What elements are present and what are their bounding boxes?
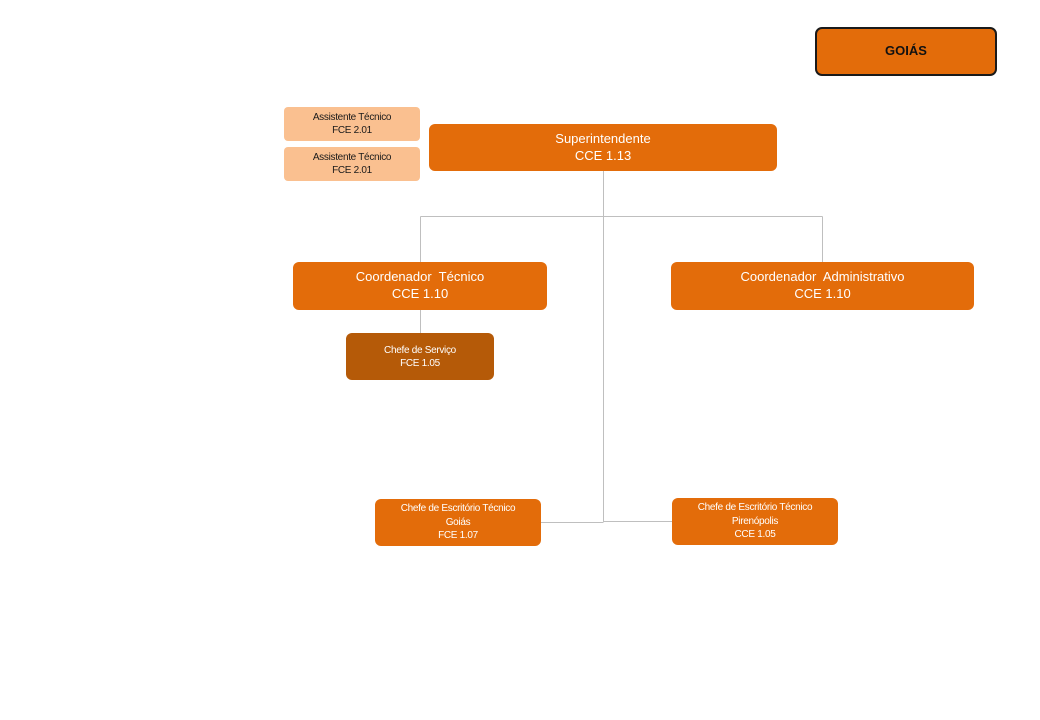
assistant-code: FCE 2.01	[332, 165, 372, 176]
assistant-box: Assistente Técnico FCE 2.01	[284, 107, 420, 141]
assistant-title: Assistente Técnico	[312, 112, 392, 123]
office-pirenopolis-location: Pirenópolis	[731, 515, 779, 527]
assistant-code: FCE 2.01	[332, 125, 372, 136]
office-goias-title: Chefe de Escritório Técnico	[400, 503, 516, 515]
office-goias-box: Chefe de Escritório Técnico Goiás FCE 1.…	[375, 499, 541, 546]
coordinator-technical-code: CCE 1.10	[391, 286, 449, 301]
coordinator-administrative-title: Coordenador Administrativo	[740, 269, 905, 285]
region-badge: GOIÁS	[815, 27, 997, 76]
superintendent-title: Superintendente	[555, 130, 651, 146]
office-goias-location: Goiás	[445, 516, 471, 528]
coordinator-administrative-code: CCE 1.10	[794, 286, 851, 301]
office-pirenopolis-code: CCE 1.05	[734, 529, 776, 541]
assistant-title: Assistente Técnico	[312, 152, 392, 163]
office-goias-code: FCE 1.07	[438, 530, 478, 542]
superintendent-code: CCE 1.13	[574, 147, 632, 163]
region-badge-label: GOIÁS	[885, 43, 927, 59]
superintendent-box: Superintendente CCE 1.13	[429, 124, 777, 171]
office-pirenopolis-box: Chefe de Escritório Técnico Pirenópolis …	[672, 498, 838, 545]
office-pirenopolis-title: Chefe de Escritório Técnico	[697, 502, 813, 514]
service-chief-code: FCE 1.05	[400, 357, 440, 369]
service-chief-box: Chefe de Serviço FCE 1.05	[346, 333, 494, 380]
service-chief-title: Chefe de Serviço	[384, 344, 456, 356]
assistant-box: Assistente Técnico FCE 2.01	[284, 147, 420, 181]
coordinator-technical-title: Coordenador Técnico	[355, 269, 485, 285]
coordinator-administrative-box: Coordenador Administrativo CCE 1.10	[671, 262, 974, 310]
coordinator-technical-box: Coordenador Técnico CCE 1.10	[293, 262, 547, 310]
